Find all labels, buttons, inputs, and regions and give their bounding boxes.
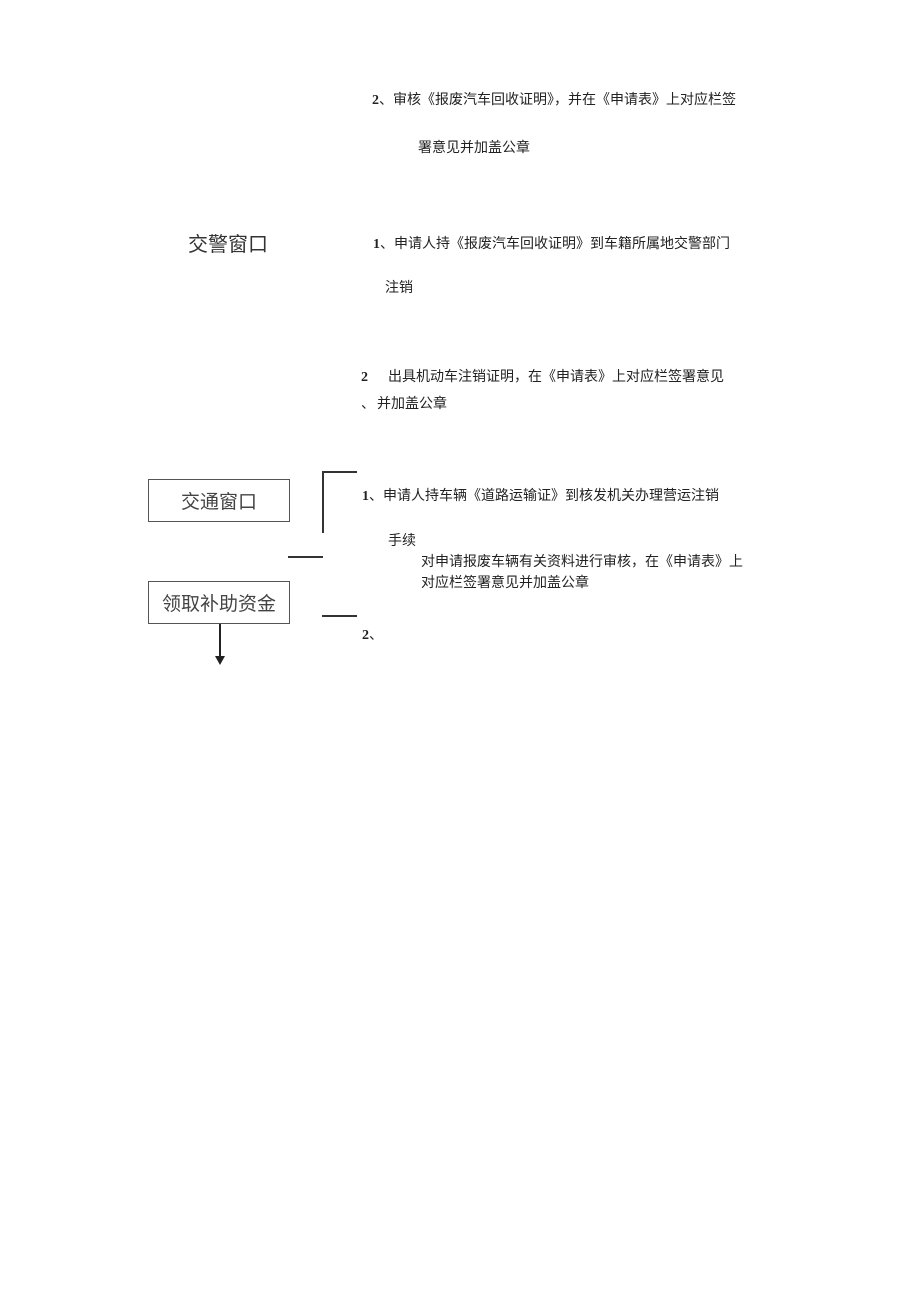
transport-step2-line2: 对应栏签署意见并加盖公章 [421, 575, 589, 591]
transport-window-label: 交通窗口 [180, 491, 257, 513]
step-number: 2 [361, 370, 368, 385]
down-arrow-icon [212, 624, 228, 666]
bracket-vertical-line [322, 471, 324, 533]
bracket-top-line [322, 471, 357, 473]
recycle-step2-line2: 署意见并加盖公章 [418, 140, 530, 156]
police-step2-line2: 、并加盖公章 [361, 396, 447, 412]
transport-step1-line1: 1、申请人持车辆《道路运输证》到核发机关办理营运注销 [362, 488, 719, 504]
transport-step1-line2: 手续 [388, 533, 416, 549]
step-number: 1 [362, 489, 369, 504]
police-step1-line1: 1、申请人持《报废汽车回收证明》到车籍所属地交警部门 [373, 236, 730, 252]
subsidy-box: 领取补助资金 [148, 581, 290, 624]
subsidy-label: 领取补助资金 [161, 593, 276, 615]
recycle-step2-line1: 2、审核《报废汽车回收证明》，并在《申请表》上对应栏签 [372, 92, 736, 108]
transport-step2-number: 2、 [362, 627, 383, 643]
transport-window-box: 交通窗口 [148, 479, 290, 522]
transport-step2-line1: 对申请报废车辆有关资料进行审核，在《申请表》上 [421, 554, 743, 570]
police-window-label: 交警窗口 [188, 232, 268, 256]
connector-line-lower [322, 615, 357, 617]
connector-line [288, 556, 323, 558]
step-number: 1 [373, 237, 380, 252]
police-step1-line2: 注销 [385, 280, 413, 296]
step-number: 2 [372, 93, 379, 108]
